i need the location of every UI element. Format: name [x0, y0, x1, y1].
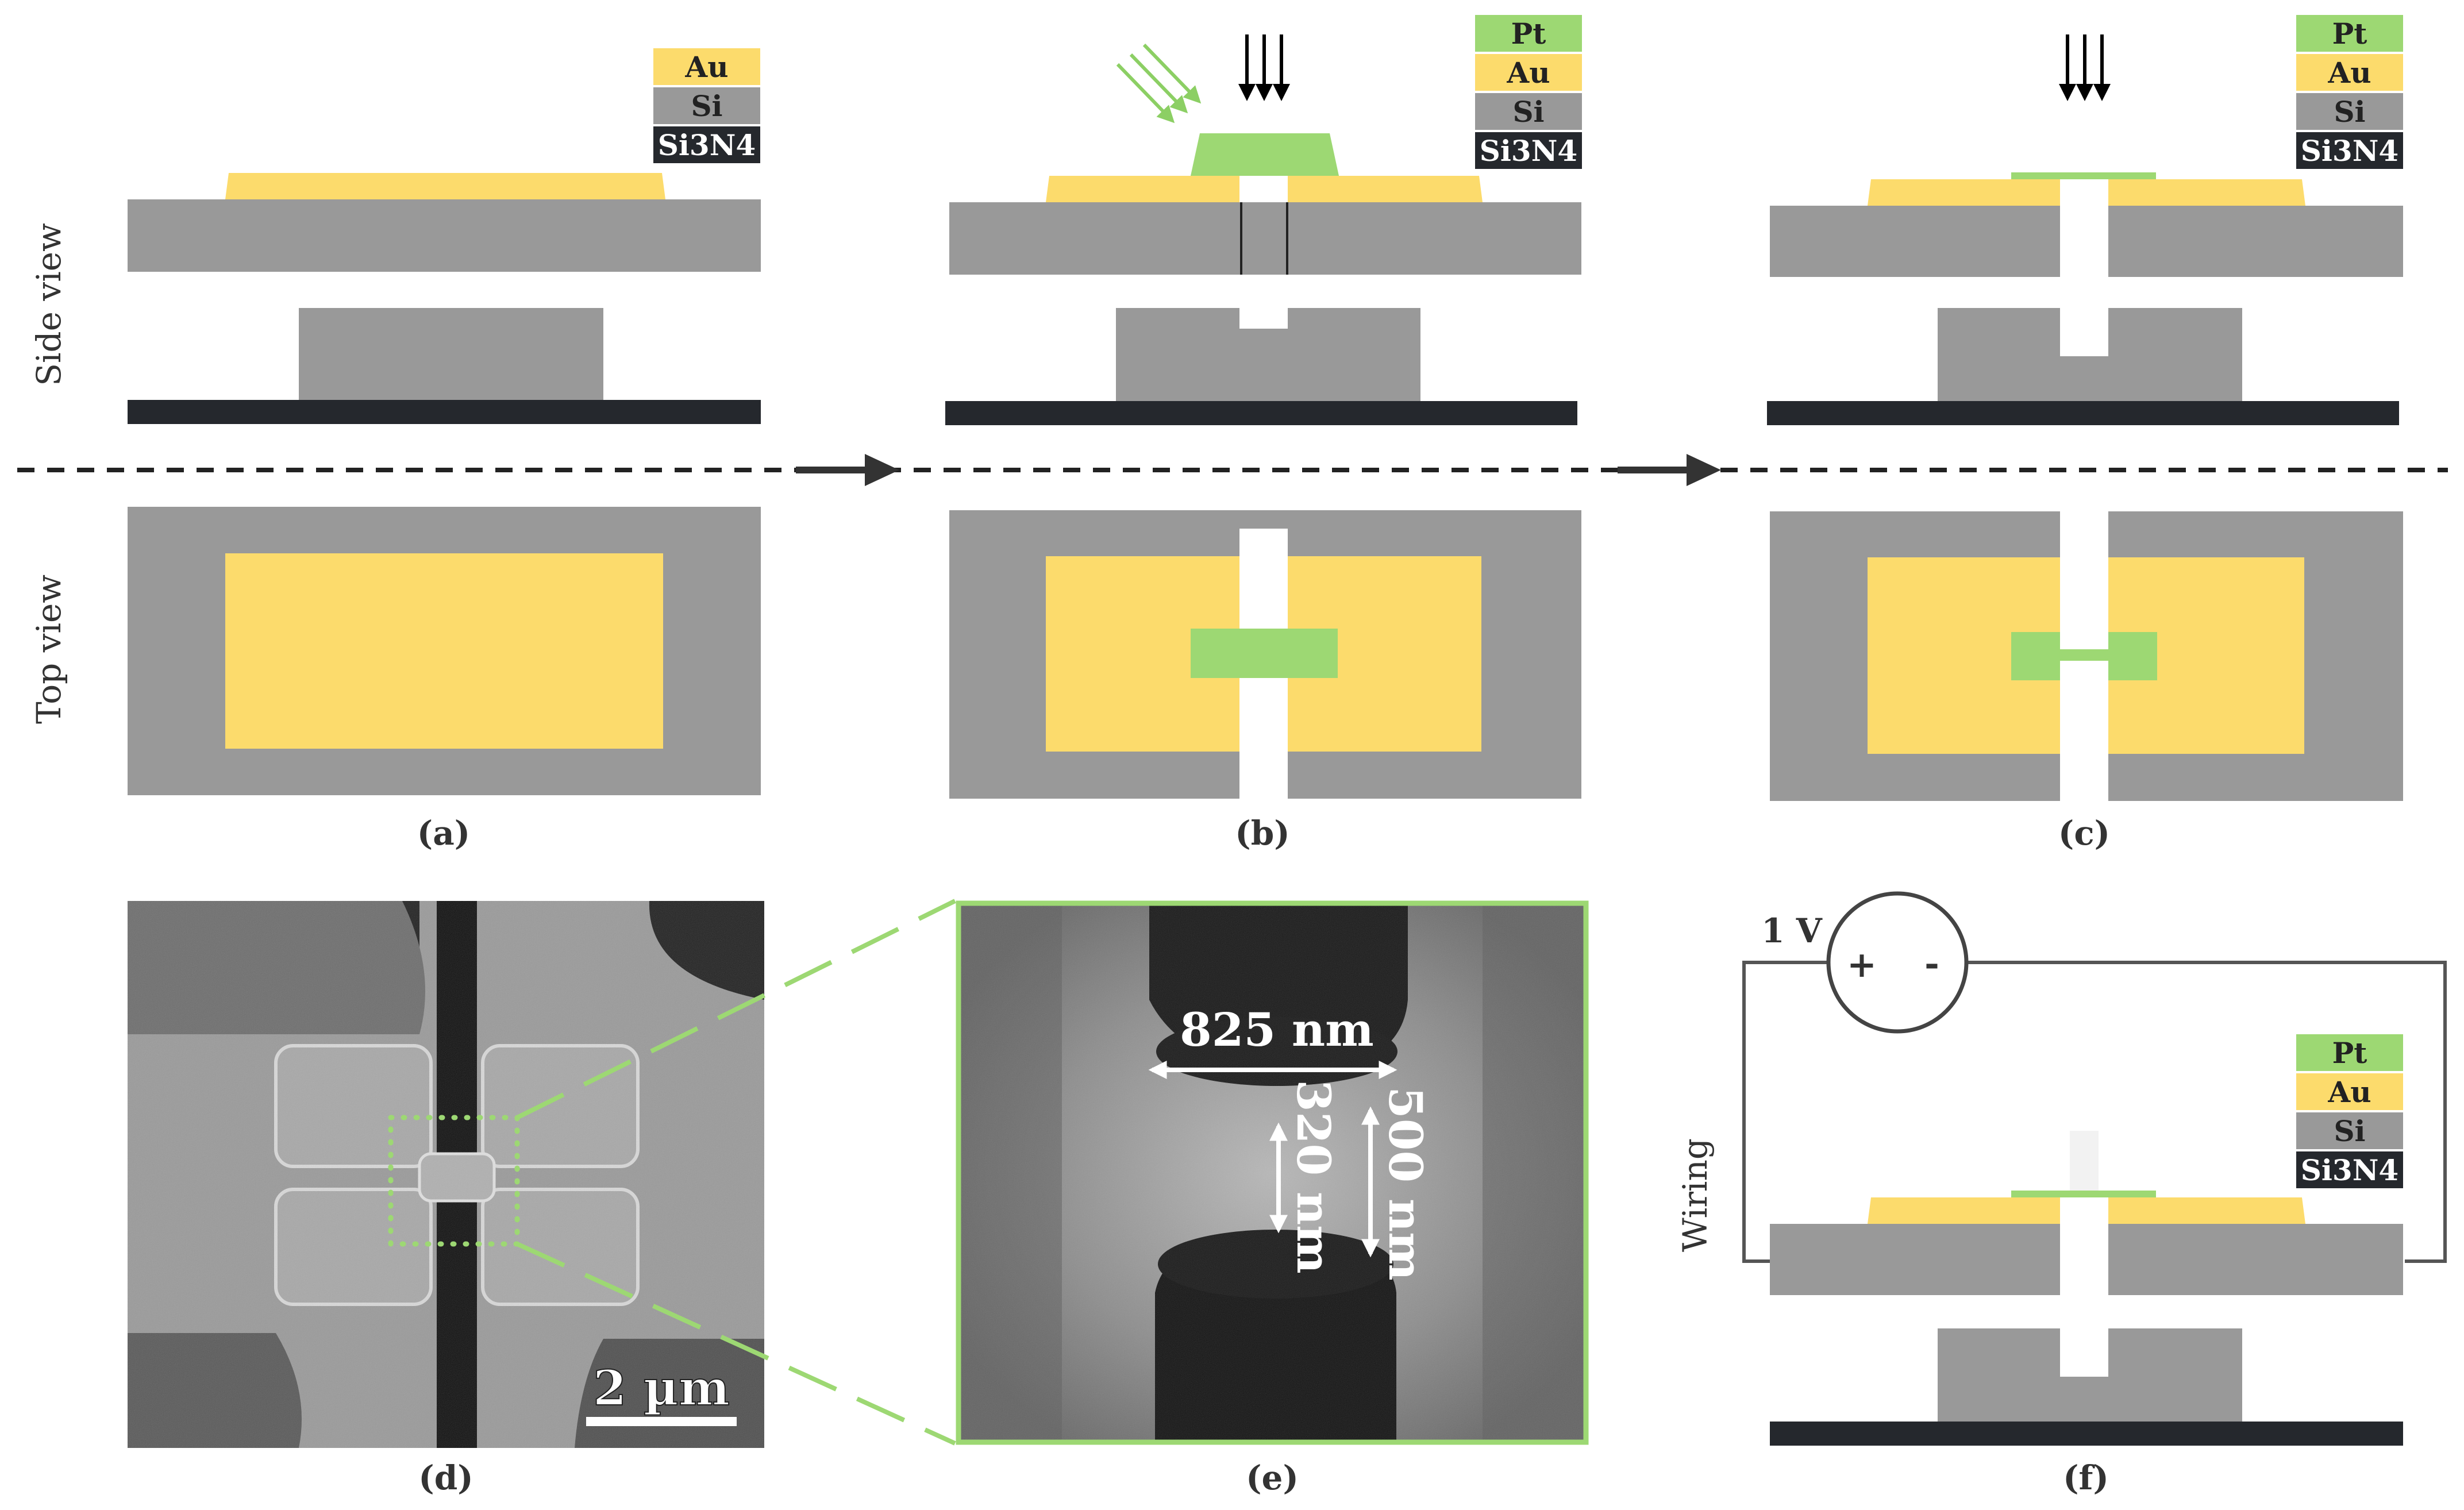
sem-image-e: 825 nm 320 nm 500 nm [956, 900, 1589, 1445]
panel-c-label: (c) [2058, 814, 2110, 853]
voltage-minus: - [1924, 942, 1939, 984]
si-membrane [128, 199, 761, 272]
au-pad [225, 553, 663, 749]
panel-f-label: (f) [2063, 1458, 2109, 1497]
pt-deposit [1191, 133, 1339, 176]
legend-si3n4: Si3N4 [1480, 134, 1577, 168]
si-membrane [949, 202, 1581, 275]
support-notch [2060, 308, 2108, 356]
panel-b-side [945, 34, 1581, 425]
legend-au: Au [1506, 56, 1550, 90]
panel-b-label: (b) [1235, 814, 1289, 853]
scale-bar [586, 1417, 737, 1426]
voltage-plus: + [1847, 943, 1877, 985]
legend-au: Au [2327, 56, 2371, 90]
inner-gap-label: 320 nm [1287, 1080, 1341, 1274]
voltage-source [1826, 891, 1969, 1034]
panel-a-side [128, 173, 761, 424]
pt-deposition-arrows [1116, 43, 1202, 124]
zoom-frame [956, 900, 1589, 1445]
panel-c-top [1770, 511, 2403, 801]
ion-beam-arrows [1238, 34, 1290, 101]
legend-pt: Pt [1511, 17, 1546, 51]
legend-si3n4: Si3N4 [658, 128, 756, 162]
pt-pad [1191, 629, 1338, 678]
si3n4-base [128, 400, 761, 424]
si3n4-base [945, 401, 1577, 425]
process-arrow-b-to-c [1618, 454, 1721, 486]
panel-d-label: (d) [418, 1458, 473, 1497]
circuit-wire [1742, 961, 2447, 1263]
side-view-label: Side view [29, 223, 68, 386]
si3n4-base [1770, 1422, 2403, 1446]
legend-a: Au Si Si3N4 [653, 48, 760, 163]
through-slot [2060, 1197, 2108, 1295]
au-layer [225, 173, 665, 199]
panel-a-label: (a) [417, 814, 470, 853]
zoom-region [388, 1115, 520, 1247]
panel-f: Wiring + - 1 V [1676, 891, 2447, 1446]
support-notch [1239, 308, 1288, 329]
zoom-line-top [516, 899, 956, 1120]
ion-beam-arrows [2059, 34, 2111, 101]
legend-si: Si [1512, 95, 1544, 129]
legend-au: Au [2327, 1075, 2371, 1109]
legend-b: Pt Au Si Si3N4 [1475, 15, 1582, 169]
legend-au: Au [684, 50, 728, 84]
milling-slot [1239, 176, 1288, 202]
outer-gap-label: 500 nm [1379, 1087, 1433, 1281]
pt-pad-left [2011, 632, 2060, 680]
scale-bar-label: 2 µm [593, 1359, 730, 1416]
legend-si3n4: Si3N4 [2301, 1153, 2398, 1187]
sem-image-d: 2 µm [128, 901, 764, 1448]
pt-pad-right [2108, 632, 2157, 680]
legend-si3n4: Si3N4 [2301, 134, 2398, 168]
legend-pt: Pt [2332, 1036, 2367, 1070]
pt-nanobridge [2060, 649, 2108, 661]
si-support [299, 308, 603, 400]
support-notch [2060, 1328, 2108, 1377]
through-slot [2060, 179, 2108, 277]
panel-a-top [128, 507, 761, 795]
legend-si: Si [2334, 95, 2365, 129]
panel-c-side [1767, 34, 2403, 425]
legend-si: Si [691, 89, 722, 123]
pt-bridge [2011, 1191, 2156, 1197]
legend-pt: Pt [2332, 17, 2367, 51]
si3n4-base [1767, 401, 2399, 425]
zoom-line-bottom [516, 1242, 956, 1446]
process-arrow-a-to-b [796, 454, 899, 486]
legend-c: Pt Au Si Si3N4 [2296, 15, 2403, 169]
panel-b-top [949, 510, 1581, 799]
width-label: 825 nm [1180, 1003, 1374, 1057]
legend-si: Si [2334, 1114, 2365, 1148]
voltage-label: 1 V [1761, 911, 1823, 950]
probe-tip [2070, 1131, 2099, 1191]
panel-e-label: (e) [1246, 1458, 1299, 1497]
wiring-label: Wiring [1676, 1138, 1715, 1252]
pt-bridge [2011, 172, 2156, 179]
top-view-label: Top view [29, 575, 68, 724]
legend-f: Pt Au Si Si3N4 [2296, 1034, 2403, 1188]
